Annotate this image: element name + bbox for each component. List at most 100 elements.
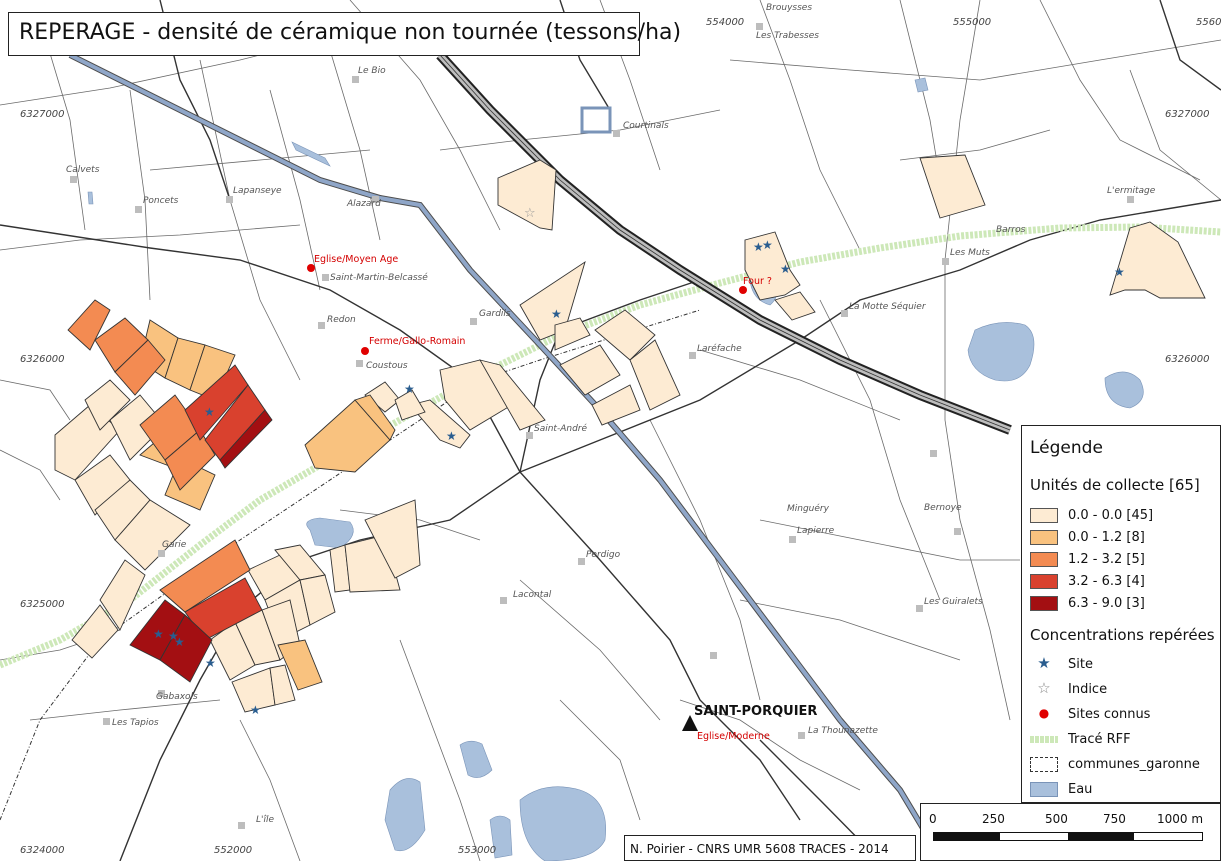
svg-text:L'ermitage: L'ermitage: [1107, 186, 1156, 196]
svg-text:Eglise/Moderne: Eglise/Moderne: [697, 731, 770, 742]
svg-text:554000: 554000: [706, 17, 744, 28]
scale-tick-0: 0: [929, 812, 937, 826]
svg-text:Les Guiralets: Les Guiralets: [924, 597, 983, 607]
legend-communes-label: communes_garonne: [1068, 757, 1200, 772]
svg-text:L'île: L'île: [256, 815, 274, 825]
svg-text:★: ★: [168, 629, 179, 643]
red-dot-icon: ●: [1038, 706, 1050, 720]
credit-text: N. Poirier - CNRS UMR 5608 TRACES - 2014: [630, 842, 889, 856]
svg-text:★: ★: [753, 240, 764, 254]
svg-text:★: ★: [205, 656, 216, 670]
parcels-class-2[interactable]: [67, 299, 251, 613]
indice-stars[interactable]: ☆: [524, 206, 536, 221]
legend-indice-label: Indice: [1068, 682, 1108, 697]
parcels-class-4[interactable]: [129, 409, 273, 683]
legend-panel: Légende Unités de collecte [65] 0.0 - 0.…: [1021, 425, 1221, 803]
parcels-class-1[interactable]: [139, 319, 396, 691]
communes-swatch: [1030, 757, 1058, 772]
credit: N. Poirier - CNRS UMR 5608 TRACES - 2014: [624, 835, 916, 861]
known-sites[interactable]: Eglise/Moyen Age Ferme/Gallo-Romain Four…: [307, 254, 772, 742]
svg-text:Le Bio: Le Bio: [358, 66, 386, 76]
svg-text:Minguéry: Minguéry: [787, 503, 830, 514]
svg-text:Alazard: Alazard: [346, 199, 381, 209]
rff-trace: [0, 223, 1221, 669]
scale-tick-1000: 1000 m: [1157, 812, 1204, 826]
svg-text:★: ★: [174, 635, 185, 649]
legend-class-4: 6.3 - 9.0 [3]: [1030, 593, 1220, 613]
rff-line-swatch: [1030, 736, 1058, 743]
svg-text:6327000: 6327000: [1165, 109, 1210, 120]
swatch-class-4: [1030, 596, 1058, 611]
svg-text:Les Trabesses: Les Trabesses: [756, 31, 819, 41]
svg-text:Lacontal: Lacontal: [513, 590, 552, 600]
svg-text:Brouysses: Brouysses: [766, 3, 812, 13]
town-marker[interactable]: SAINT-PORQUIER: [682, 704, 817, 731]
swatch-class-0: [1030, 508, 1058, 523]
svg-text:★: ★: [446, 429, 457, 443]
water-swatch: [1030, 782, 1058, 797]
svg-text:SAINT-PORQUIER: SAINT-PORQUIER: [694, 704, 817, 719]
legend-site: ★ Site: [1030, 654, 1220, 674]
svg-text:Barros: Barros: [996, 225, 1026, 235]
svg-text:Perdigo: Perdigo: [586, 550, 621, 560]
svg-text:552000: 552000: [214, 845, 252, 856]
svg-text:556000: 556000: [1196, 17, 1221, 28]
svg-text:6326000: 6326000: [20, 354, 65, 365]
site-star-icon: ★: [1037, 654, 1051, 672]
svg-text:Poncets: Poncets: [143, 196, 179, 206]
svg-text:Gabaxols: Gabaxols: [156, 692, 198, 702]
svg-text:Lapierre: Lapierre: [797, 526, 835, 536]
swatch-class-2: [1030, 552, 1058, 567]
legend-communes: communes_garonne: [1030, 754, 1220, 774]
svg-text:Saint-André: Saint-André: [534, 423, 587, 434]
svg-text:Ferme/Gallo-Romain: Ferme/Gallo-Romain: [369, 336, 465, 347]
svg-text:Coustous: Coustous: [366, 361, 408, 371]
legend-class-2: 1.2 - 3.2 [5]: [1030, 549, 1220, 569]
map-title: REPERAGE - densité de céramique non tour…: [8, 12, 681, 56]
svg-text:Redon: Redon: [327, 315, 356, 325]
svg-text:6327000: 6327000: [20, 109, 65, 120]
indice-star-icon: ☆: [1037, 679, 1051, 697]
legend-title: Légende: [1030, 438, 1103, 458]
scale-bar: 0 250 500 750 1000 m: [920, 803, 1221, 861]
site-stars[interactable]: ★★★ ★★★ ★★★ ★★★ ★: [153, 238, 1125, 717]
legend-eau-label: Eau: [1068, 782, 1093, 797]
legend-site-label: Site: [1068, 657, 1093, 672]
swatch-class-1: [1030, 530, 1058, 545]
place-markers: [70, 23, 1134, 829]
legend-class-4-label: 6.3 - 9.0 [3]: [1068, 596, 1145, 611]
svg-text:Four ?: Four ?: [743, 276, 772, 287]
legend-class-0-label: 0.0 - 0.0 [45]: [1068, 508, 1154, 523]
svg-text:La Thounazette: La Thounazette: [808, 726, 878, 736]
legend-class-1-label: 0.0 - 1.2 [8]: [1068, 530, 1145, 545]
legend-class-0: 0.0 - 0.0 [45]: [1030, 505, 1220, 525]
legend-class-2-label: 1.2 - 3.2 [5]: [1068, 552, 1145, 567]
svg-text:Gardils: Gardils: [479, 309, 511, 319]
legend-class-1: 0.0 - 1.2 [8]: [1030, 527, 1220, 547]
svg-text:Laréfache: Laréfache: [697, 343, 742, 354]
scale-tick-500: 500: [1045, 812, 1068, 826]
svg-text:★: ★: [153, 627, 164, 641]
svg-text:6325000: 6325000: [20, 599, 65, 610]
legend-rff: Tracé RFF: [1030, 729, 1220, 749]
legend-eau: Eau: [1030, 779, 1220, 799]
svg-text:La Motte Séquier: La Motte Séquier: [849, 301, 927, 312]
svg-text:Les Muts: Les Muts: [950, 248, 990, 258]
legend-class-3: 3.2 - 6.3 [4]: [1030, 571, 1220, 591]
parcels-class-3[interactable]: [184, 364, 266, 641]
svg-text:Lapanseye: Lapanseye: [233, 186, 282, 196]
legend-class-3-label: 3.2 - 6.3 [4]: [1068, 574, 1145, 589]
svg-text:Les Tapios: Les Tapios: [112, 718, 159, 728]
svg-text:Bernoye: Bernoye: [924, 503, 962, 513]
svg-text:☆: ☆: [524, 206, 536, 221]
svg-text:Courtinals: Courtinals: [623, 121, 669, 131]
svg-text:★: ★: [780, 262, 791, 276]
svg-text:6324000: 6324000: [20, 845, 65, 856]
coordinate-labels: 552000 553000 554000 555000 556000 63270…: [20, 17, 1221, 856]
svg-text:6326000: 6326000: [1165, 354, 1210, 365]
scale-bar-frame: [933, 832, 1203, 841]
svg-text:★: ★: [250, 703, 261, 717]
scale-tick-750: 750: [1103, 812, 1126, 826]
parcels-class-0[interactable]: [54, 154, 1206, 713]
